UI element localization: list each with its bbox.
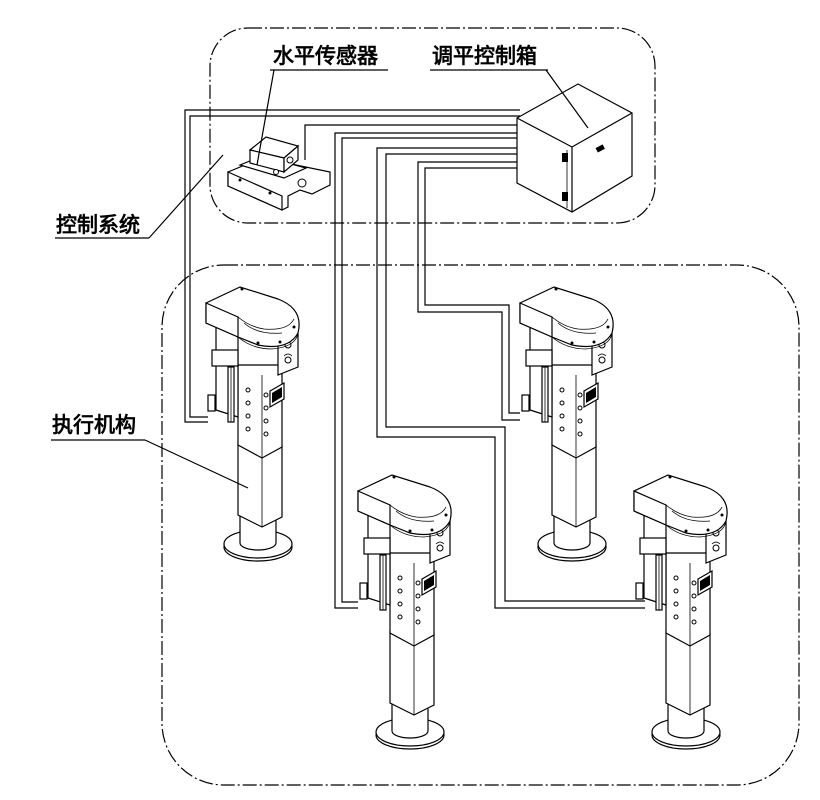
leader-actuator [144, 439, 249, 489]
label-level-sensor: 水平传感器 [273, 44, 379, 68]
control-system-boundary [209, 27, 656, 224]
actuator-group-boundary [161, 264, 800, 786]
leader-control-system [148, 154, 224, 239]
cable-bundle [184, 109, 645, 609]
actuator-4 [633, 474, 728, 750]
actuator-3 [357, 474, 452, 750]
control-box-drawing [516, 83, 633, 213]
actuator-2 [519, 286, 614, 562]
leader-level-sensor [256, 69, 275, 166]
label-control-system: 控制系统 [56, 213, 140, 237]
actuator-1 [205, 286, 300, 562]
label-actuator: 执行机构 [52, 413, 136, 437]
level-sensor-drawing [227, 136, 331, 211]
label-control-box: 调平控制箱 [432, 44, 537, 68]
leader-control-box [545, 69, 589, 129]
